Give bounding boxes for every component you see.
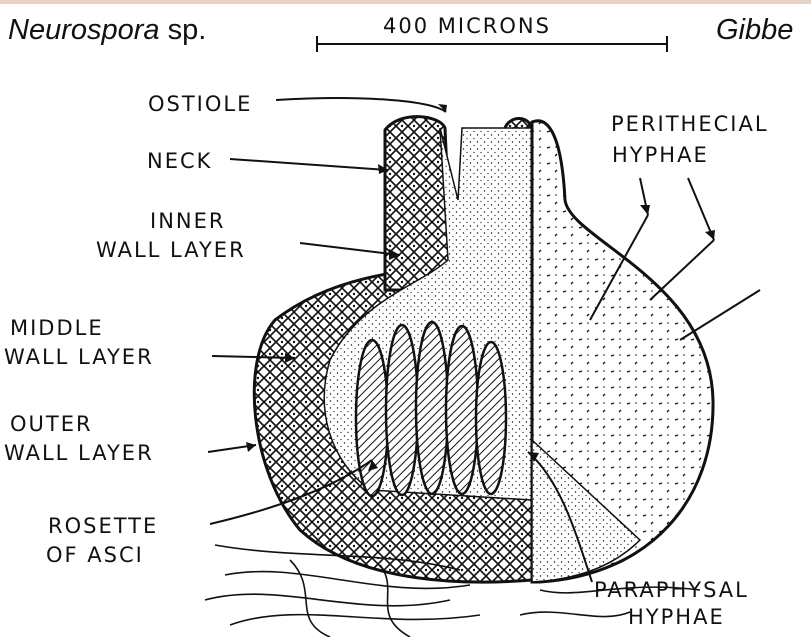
perithecium-cross-section	[254, 117, 713, 582]
scale-bar	[317, 36, 667, 52]
